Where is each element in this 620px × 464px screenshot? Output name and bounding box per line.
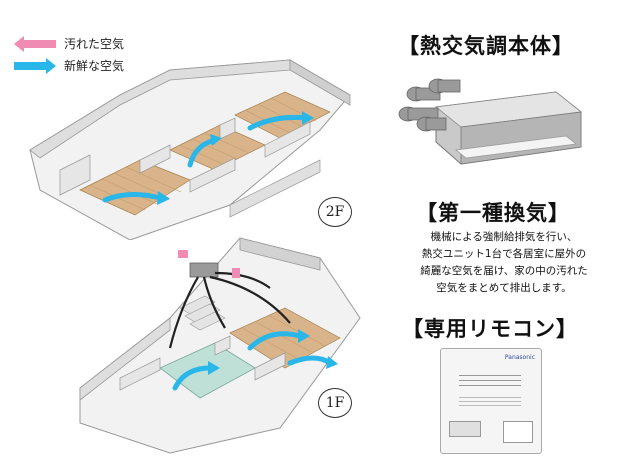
- unit-title: 【熱交気調本体】: [398, 34, 574, 58]
- first-floor-illustration: [79, 237, 361, 454]
- floor-label-1f: 1F: [318, 388, 352, 418]
- legend-label-dirty-air: 汚れた空気: [64, 37, 125, 51]
- legend-item-fresh-air: 新鮮な空気: [14, 57, 124, 74]
- remote-controller-image: Panasonic: [440, 348, 542, 454]
- ventilation-line: 空気をまとめて排出します。: [436, 282, 572, 294]
- blue-arrow-icon: [14, 57, 56, 74]
- ventilation-title: 【第一種換気】: [416, 201, 570, 225]
- remote-title: 【専用リモコン】: [402, 317, 578, 341]
- ventilation-line: 機械による強制給排気を行い、: [430, 231, 578, 243]
- second-floor-illustration: [29, 59, 351, 240]
- ventilation-line: 熱交ユニット1台で各居室に屋外の: [421, 248, 587, 260]
- ventilation-line: 綺麗な空気を届け、家の中の汚れた: [420, 265, 588, 277]
- remote-brand: Panasonic: [504, 354, 535, 361]
- pink-arrow-icon: [14, 35, 56, 52]
- heat-exchanger-unit-image: [398, 78, 582, 165]
- legend-label-fresh-air: 新鮮な空気: [64, 59, 125, 73]
- legend-item-dirty-air: 汚れた空気: [14, 35, 124, 52]
- floor-label-2f: 2F: [318, 197, 352, 227]
- ventilation-description: 機械による強制給排気を行い、 熱交ユニット1台で各居室に屋外の 綺麗な空気を届け…: [396, 229, 612, 297]
